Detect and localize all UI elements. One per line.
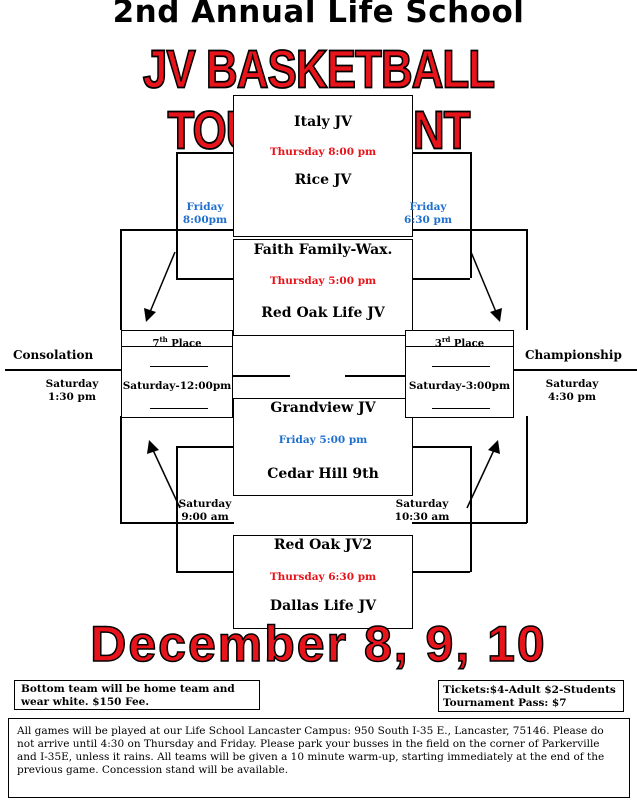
consolation-hour: 1:30 pm	[48, 391, 96, 403]
bracket-line	[412, 152, 470, 154]
arrow-icon	[466, 440, 500, 509]
bracket-line	[345, 375, 405, 377]
championship-label: Championship	[525, 348, 622, 362]
championship-time: Saturday 4:30 pm	[540, 378, 604, 404]
semi-left-time: Friday 8:00pm	[175, 201, 235, 227]
lower-left-hour: 9:00 am	[181, 511, 229, 523]
team-name: Italy JV	[294, 114, 352, 130]
lower-right-hour: 10:30 am	[394, 511, 450, 523]
home-team-note: Bottom team will be home team and wear w…	[14, 680, 260, 710]
lower-right-time: Saturday 10:30 am	[390, 498, 454, 524]
bracket-line	[513, 369, 637, 371]
third-place-title: 3rd Place	[405, 333, 514, 350]
bracket-line	[176, 571, 234, 573]
team-name: Dallas Life JV	[269, 598, 377, 614]
blank-line	[150, 366, 208, 367]
bracket-line	[412, 229, 527, 231]
info-note: All games will be played at our Life Sch…	[8, 718, 630, 798]
home-team-text: Bottom team will be home team and wear w…	[21, 683, 235, 708]
lower-left-time: Saturday 9:00 am	[173, 498, 237, 524]
team-name: Rice JV	[294, 172, 352, 188]
bracket-line	[230, 375, 290, 377]
bracket-line	[120, 522, 234, 524]
bracket-line	[412, 278, 470, 280]
consolation-day: Saturday	[45, 378, 99, 390]
ticket-prices: Tickets:$4-Adult $2-Students	[443, 684, 616, 696]
seventh-place-box	[121, 330, 233, 418]
semi-left-day: Friday	[186, 201, 224, 213]
bracket-line	[470, 446, 472, 572]
game-time: Friday 5:00 pm	[278, 434, 368, 446]
bracket-line	[120, 229, 234, 231]
place-suffix: rd	[441, 335, 451, 344]
semi-right-time: Friday 6:30 pm	[398, 201, 458, 227]
game-box-4	[233, 535, 413, 629]
lower-right-day: Saturday	[395, 498, 449, 510]
team-name: Faith Family-Wax.	[253, 242, 393, 258]
game-box-3	[233, 398, 413, 496]
place-label: Place	[450, 338, 485, 350]
team-name: Red Oak Life JV	[261, 305, 385, 321]
game-time: Thursday 5:00 pm	[269, 275, 377, 287]
semi-right-day: Friday	[409, 201, 447, 213]
place-label: Place	[167, 338, 202, 350]
semi-left-hour: 8:00pm	[182, 214, 228, 226]
bracket-line	[120, 416, 122, 523]
bracket-line	[176, 446, 178, 572]
championship-day: Saturday	[545, 378, 599, 390]
bracket-line	[176, 152, 234, 154]
third-place-time: Saturday-3:00pm	[408, 380, 511, 392]
place-suffix: th	[159, 335, 168, 344]
tournament-pass: Tournament Pass: $7	[443, 697, 567, 709]
bracket-line	[176, 278, 234, 280]
lower-left-day: Saturday	[178, 498, 232, 510]
info-text: All games will be played at our Life Sch…	[17, 725, 605, 776]
place-number: 7	[152, 338, 160, 350]
game-box-1	[233, 95, 413, 237]
bracket-line	[5, 369, 123, 371]
bracket-line	[412, 522, 527, 524]
tickets-note: Tickets:$4-Adult $2-Students Tournament …	[438, 680, 624, 712]
arrow-icon	[144, 251, 176, 322]
arrow-icon	[470, 251, 502, 322]
team-name: Cedar Hill 9th	[267, 466, 379, 482]
bracket-line	[176, 446, 234, 448]
game-box-2	[233, 239, 413, 336]
place-number: 3	[434, 338, 442, 350]
event-title: 2nd Annual Life School	[112, 0, 525, 30]
bracket-line	[412, 571, 470, 573]
semi-right-hour: 6:30 pm	[404, 214, 452, 226]
seventh-place-title: 7th Place	[121, 333, 233, 350]
consolation-time: Saturday 1:30 pm	[40, 378, 104, 404]
arrow-icon	[147, 440, 181, 509]
bracket-line	[176, 152, 178, 278]
blank-line	[150, 408, 208, 409]
box-divider	[121, 346, 233, 347]
blank-line	[432, 366, 490, 367]
team-name: Red Oak JV2	[273, 537, 373, 553]
tournament-dates: December 8, 9, 10	[90, 615, 547, 673]
game-time: Thursday 8:00 pm	[269, 146, 377, 158]
consolation-label: Consolation	[13, 348, 94, 362]
bracket-line	[526, 229, 528, 330]
bracket-line	[470, 152, 472, 278]
championship-hour: 4:30 pm	[548, 391, 596, 403]
bracket-line	[526, 416, 528, 523]
third-place-box	[405, 330, 514, 418]
blank-line	[432, 408, 490, 409]
game-time: Thursday 6:30 pm	[269, 571, 377, 583]
seventh-place-time: Saturday-12:00pm	[122, 380, 232, 392]
team-name: Grandview JV	[270, 400, 376, 416]
bracket-line	[412, 446, 470, 448]
bracket-line	[120, 229, 122, 330]
box-divider	[405, 346, 514, 347]
